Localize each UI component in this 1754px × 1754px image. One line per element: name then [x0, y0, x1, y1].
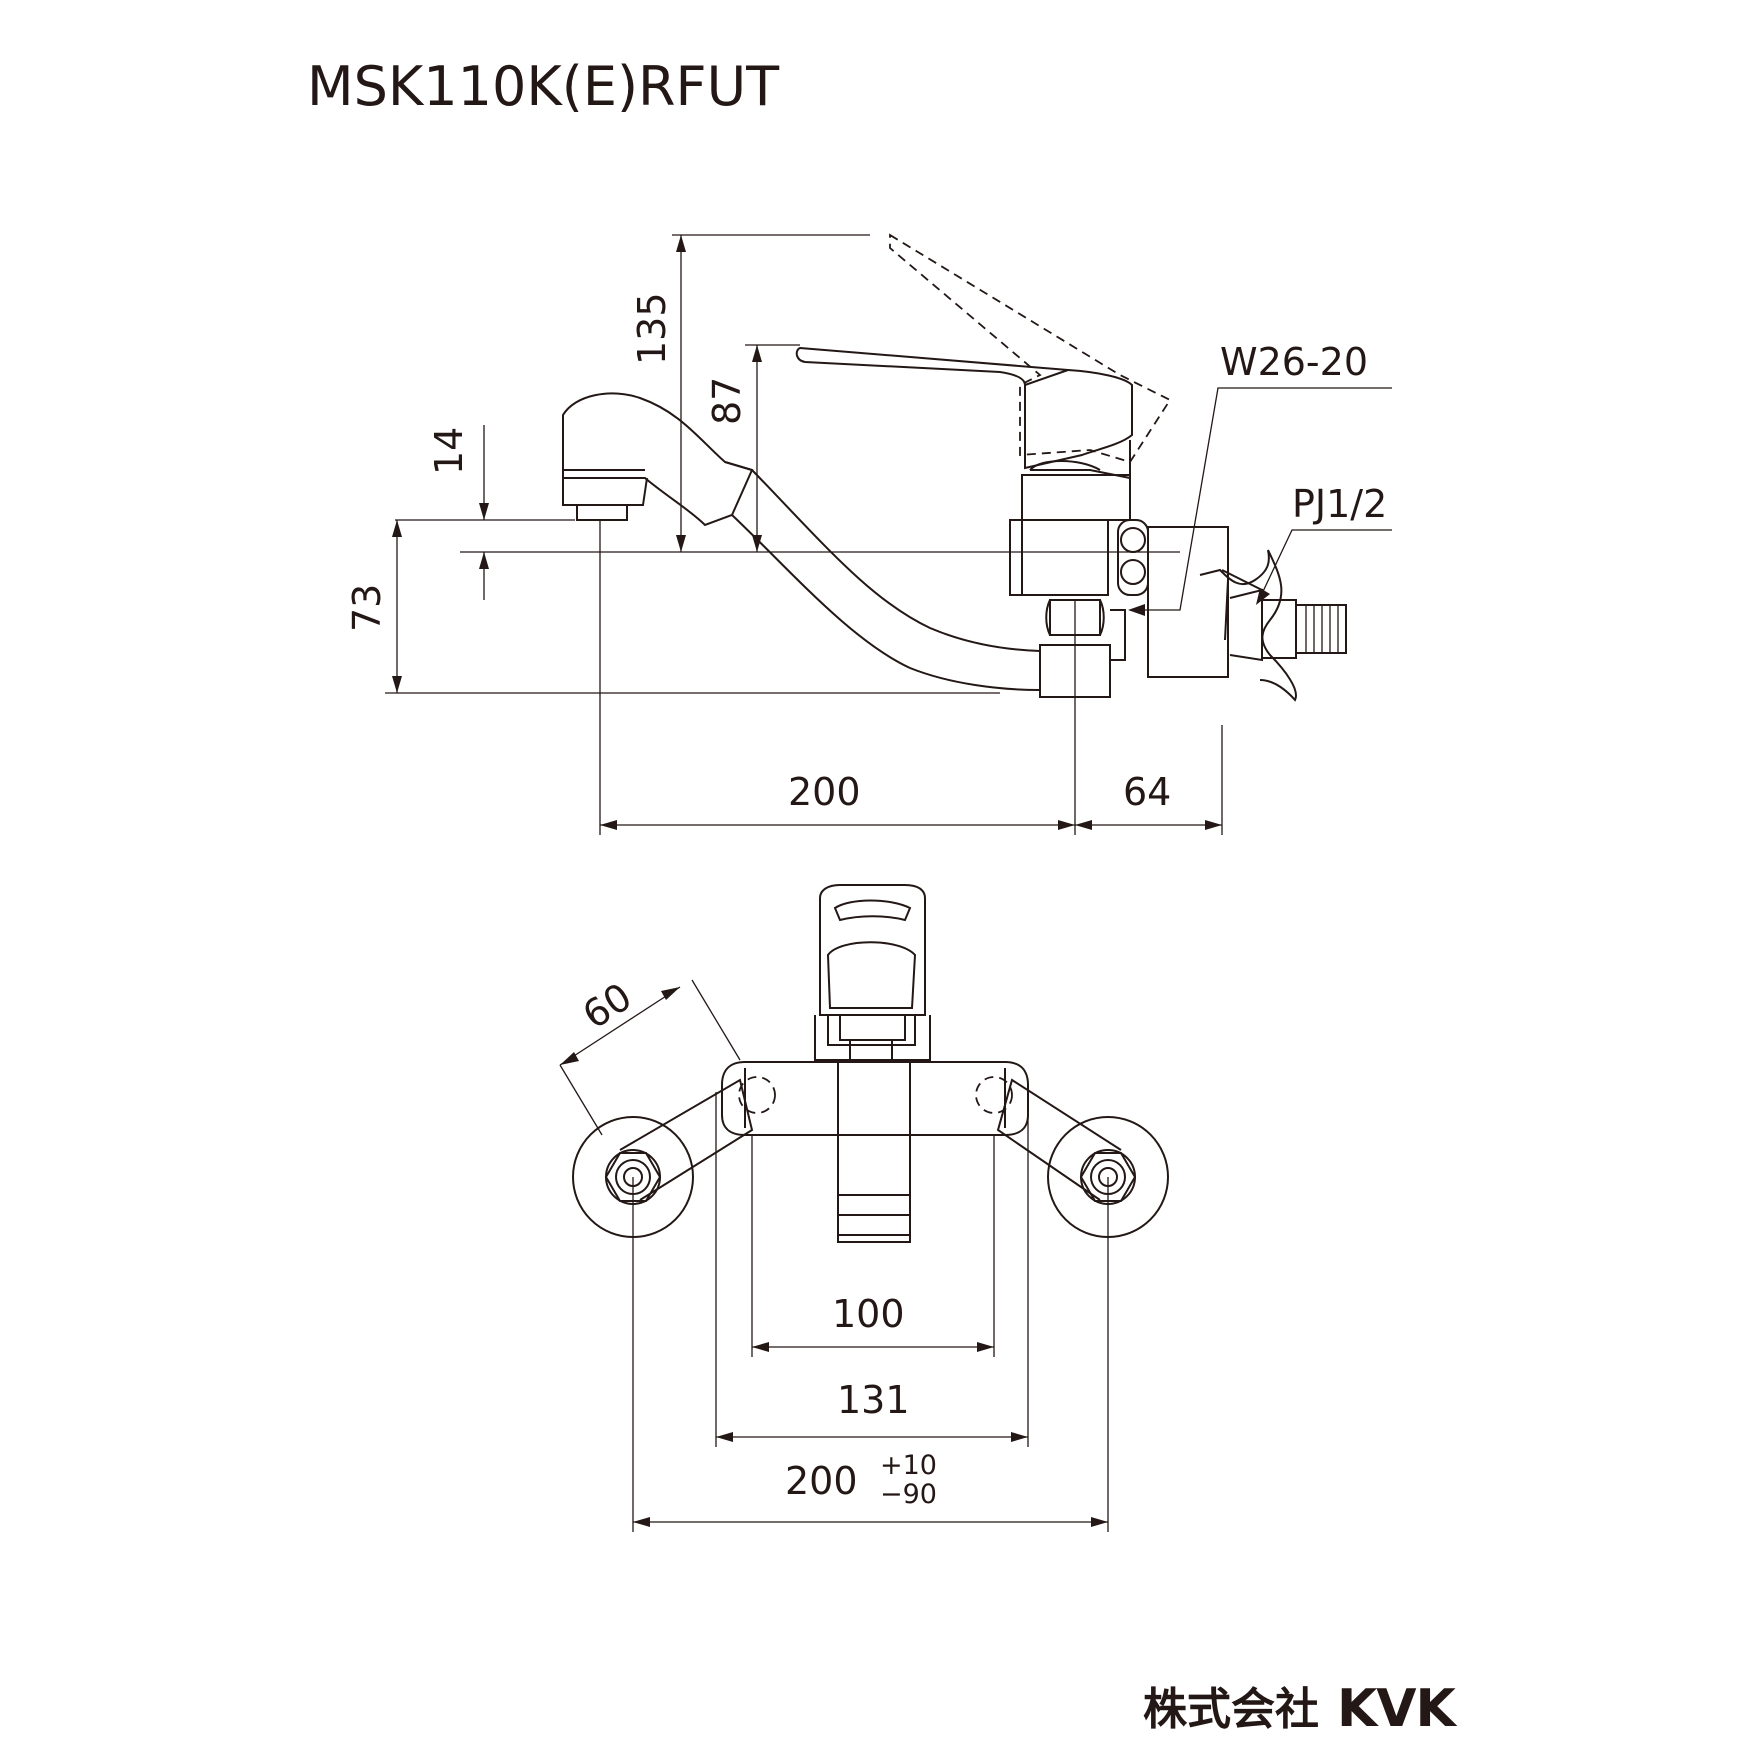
spout-pipe [724, 461, 1041, 691]
dim-14: 14 [427, 425, 489, 600]
dim-60: 60 [559, 974, 681, 1066]
valve-body [1009, 440, 1229, 698]
callout-pj12-label: PJ1/2 [1292, 482, 1387, 526]
dim-200-reach: 200 [600, 770, 1075, 830]
dim-87: 87 [705, 345, 762, 552]
mount-hole-right [975, 1076, 1013, 1114]
dim-131: 131 [716, 1378, 1028, 1442]
dim-14-label: 14 [427, 427, 471, 475]
front-reference-lines [559, 979, 1109, 1532]
callout-w26-20-label: W26-20 [1220, 340, 1368, 384]
model-title: MSK110K(E)RFUT [307, 55, 780, 118]
callout-pj12: PJ1/2 [1256, 482, 1392, 605]
lever-handle [795, 346, 1133, 470]
dim-135: 135 [630, 235, 686, 552]
dim-200-centers-label: 200 [785, 1459, 858, 1503]
dim-200-tolerance-plus: +10 [880, 1450, 937, 1481]
brand-footer: 株式会社 KVK [1143, 1679, 1459, 1739]
leg-right [996, 1078, 1169, 1238]
dim-200-centers: 200 +10 −90 [633, 1450, 1108, 1527]
front-view: 60 100 131 200 +10 −90 [559, 884, 1169, 1532]
wall-connection [1199, 549, 1347, 702]
dim-135-label: 135 [630, 292, 674, 365]
dim-200-tolerance-minus: −90 [880, 1479, 937, 1510]
mount-hole-left [738, 1076, 776, 1114]
dim-64: 64 [1075, 770, 1222, 830]
dim-131-label: 131 [837, 1378, 910, 1422]
dim-60-label: 60 [575, 974, 640, 1037]
dim-200-reach-label: 200 [788, 770, 861, 814]
lever-front [814, 884, 931, 1061]
spout-head [562, 392, 754, 527]
body-bar [721, 1061, 1029, 1136]
kvk-logo: KVK [1337, 1679, 1458, 1739]
company-name-jp: 株式会社 [1143, 1684, 1319, 1735]
side-view: 135 87 14 73 200 [345, 233, 1392, 835]
spout-front [837, 1059, 911, 1243]
dim-87-label: 87 [705, 377, 749, 425]
lever-raised-outline [889, 233, 1172, 464]
dim-73: 73 [345, 520, 402, 693]
dim-64-label: 64 [1123, 770, 1171, 814]
dim-100-label: 100 [832, 1292, 905, 1336]
callout-w26-20: W26-20 [1128, 340, 1392, 616]
leg-left [572, 1078, 754, 1238]
reference-lines [385, 234, 1223, 835]
dim-100: 100 [752, 1292, 994, 1352]
dim-73-label: 73 [345, 584, 389, 632]
